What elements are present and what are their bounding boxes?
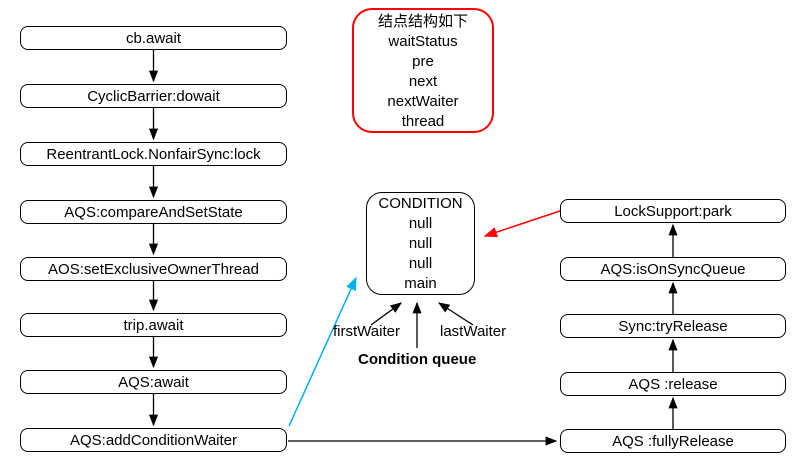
condition-node-box: CONDITION null null null main bbox=[366, 192, 475, 295]
condition-node-title: CONDITION bbox=[378, 195, 463, 212]
label-last-waiter: lastWaiter bbox=[440, 323, 507, 340]
node-struct-field: next bbox=[408, 73, 438, 90]
node-struct-box: 结点结构如下 waitStatus pre next nextWaiter th… bbox=[352, 8, 494, 133]
flow-node-aqs-compareandsetstate: AQS:compareAndSetState bbox=[20, 200, 287, 224]
flow-node-cyclicbarrier-dowait: CyclicBarrier:dowait bbox=[20, 84, 287, 108]
flow-node-aqs-release: AQS :release bbox=[560, 372, 786, 396]
node-struct-field: thread bbox=[401, 113, 445, 130]
node-struct-title: 结点结构如下 bbox=[377, 13, 468, 30]
arrow-addconditionwaiter-to-condition bbox=[288, 276, 357, 427]
condition-node-row: null bbox=[408, 235, 433, 252]
flow-node-trip-await: trip.await bbox=[20, 313, 287, 337]
arrow-firstwaiter-pointer bbox=[370, 302, 403, 326]
flow-node-reentrantlock-nonfairsync-lock: ReentrantLock.NonfairSync:lock bbox=[20, 142, 287, 166]
flow-node-sync-tryrelease: Sync:tryRelease bbox=[560, 314, 786, 338]
condition-node-row: main bbox=[404, 275, 437, 292]
flow-node-aqs-isonsyncqueue: AQS:isOnSyncQueue bbox=[560, 257, 786, 281]
node-struct-field: pre bbox=[412, 53, 434, 70]
node-struct-field: nextWaiter bbox=[387, 93, 459, 110]
label-condition-queue: Condition queue bbox=[358, 351, 477, 368]
flow-node-cb-await: cb.await bbox=[20, 26, 287, 50]
arrow-lastwaiter-pointer bbox=[437, 302, 474, 326]
flow-node-aqs-await: AQS:await bbox=[20, 370, 287, 394]
condition-node-row: null bbox=[408, 215, 433, 232]
arrow-park-to-condition bbox=[483, 210, 561, 238]
flow-node-aqs-addconditionwaiter: AQS:addConditionWaiter bbox=[20, 428, 287, 452]
flow-node-locksupport-park: LockSupport:park bbox=[560, 199, 786, 223]
condition-node-row: null bbox=[408, 255, 433, 272]
flow-node-aos-setexclusiveownerthread: AOS:setExclusiveOwnerThread bbox=[20, 257, 287, 281]
flow-node-aqs-fullyrelease: AQS :fullyRelease bbox=[560, 429, 786, 453]
node-struct-field: waitStatus bbox=[388, 33, 458, 50]
label-first-waiter: firstWaiter bbox=[333, 323, 400, 340]
